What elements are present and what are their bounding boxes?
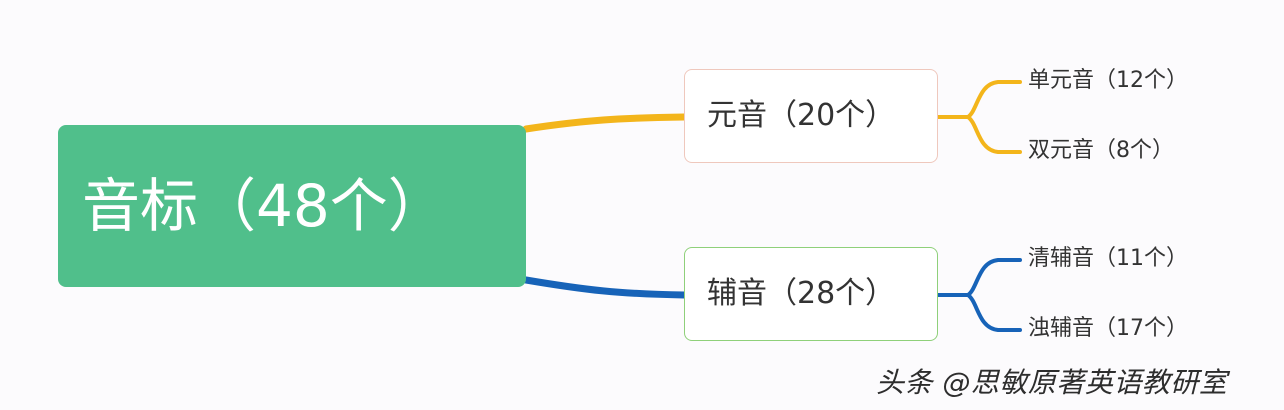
voiced-consonant-subtopic-label: 浊辅音（17个） [1028,316,1188,341]
vowel-topic: 元音（20个） [684,69,938,163]
consonant-child-2-connector [966,293,1022,332]
root-to-consonant-connector [522,276,688,299]
voiceless-consonant-subtopic-label: 清辅音（11个） [1028,246,1188,271]
consonant-topic-label: 辅音（28个） [707,276,896,311]
root-to-vowel-connector [522,113,688,133]
voiced-consonant-subtopic: 浊辅音（17个） [1028,314,1188,344]
voiceless-consonant-subtopic: 清辅音（11个） [1028,244,1188,274]
vowel-child-2-connector [966,115,1022,154]
diphthong-subtopic-label: 双元音（8个） [1028,138,1174,163]
root-topic: 音标（48个） [58,125,526,287]
watermark-label: 头条 @思敏原著英语教研室 [876,366,1228,399]
vowel-child-1-connector [966,80,1022,119]
vowel-topic-label: 元音（20个） [707,98,896,133]
monophthong-subtopic-label: 单元音（12个） [1028,68,1188,93]
watermark-text: 头条 @思敏原著英语教研室 [876,366,1227,400]
diphthong-subtopic: 双元音（8个） [1028,136,1174,166]
root-topic-label: 音标（48个） [82,172,446,240]
monophthong-subtopic: 单元音（12个） [1028,66,1188,96]
consonant-child-1-connector [966,258,1022,297]
consonant-topic: 辅音（28个） [684,247,938,341]
